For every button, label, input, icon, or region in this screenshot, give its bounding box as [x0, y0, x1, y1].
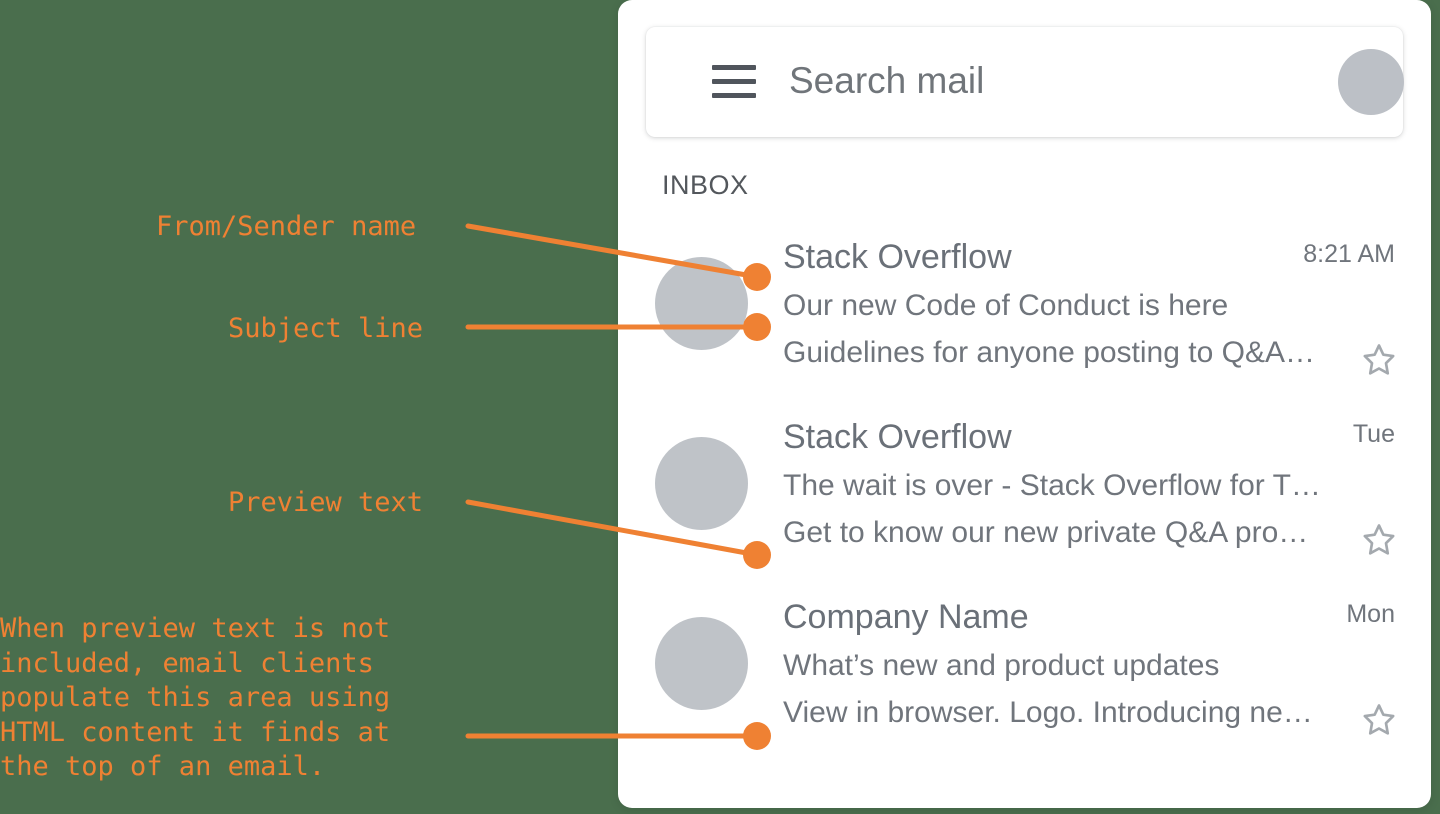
- annotation-label-subject: Subject line: [228, 313, 424, 344]
- annotation-label-sender: From/Sender name: [156, 211, 417, 242]
- sender-avatar: [655, 617, 748, 710]
- email-text-block: Stack Overflow The wait is over - Stack …: [783, 412, 1343, 556]
- email-sender: Stack Overflow: [783, 418, 1012, 456]
- hamburger-bar: [712, 65, 756, 70]
- search-input[interactable]: [789, 57, 1319, 105]
- hamburger-bar: [712, 93, 756, 98]
- email-text-block: Company Name What’s new and product upda…: [783, 592, 1343, 736]
- email-preview-text: Get to know our new private Q&A pro…: [783, 516, 1309, 549]
- hamburger-menu-icon[interactable]: [712, 65, 756, 98]
- annotation-label-preview: Preview text: [228, 487, 424, 518]
- annotation-note-text: When preview text is not included, email…: [0, 613, 391, 782]
- star-outline-icon[interactable]: [1359, 520, 1399, 560]
- email-sender: Company Name: [783, 598, 1029, 636]
- email-sender: Stack Overflow: [783, 238, 1012, 276]
- email-subject: What’s new and product updates: [783, 649, 1220, 682]
- email-preview-text: View in browser. Logo. Introducing ne…: [783, 696, 1313, 729]
- sender-avatar: [655, 437, 748, 530]
- star-outline-icon[interactable]: [1359, 700, 1399, 740]
- email-row[interactable]: Stack Overflow The wait is over - Stack …: [618, 412, 1431, 592]
- email-list: Stack Overflow Our new Code of Conduct i…: [618, 232, 1431, 772]
- email-row[interactable]: Company Name What’s new and product upda…: [618, 592, 1431, 772]
- sender-avatar: [655, 257, 748, 350]
- search-bar[interactable]: [646, 27, 1404, 137]
- email-subject: Our new Code of Conduct is here: [783, 289, 1229, 322]
- hamburger-bar: [712, 79, 756, 84]
- mail-client-panel: INBOX Stack Overflow Our new Code of Con…: [618, 0, 1431, 808]
- email-row[interactable]: Stack Overflow Our new Code of Conduct i…: [618, 232, 1431, 412]
- folder-label: INBOX: [662, 170, 749, 200]
- email-text-block: Stack Overflow Our new Code of Conduct i…: [783, 232, 1343, 376]
- email-subject: The wait is over - Stack Overflow for T…: [783, 469, 1321, 502]
- email-timestamp: Tue: [1352, 420, 1395, 448]
- email-timestamp: 8:21 AM: [1303, 240, 1395, 268]
- account-avatar[interactable]: [1338, 49, 1404, 115]
- star-outline-icon[interactable]: [1359, 340, 1399, 380]
- email-preview-text: Guidelines for anyone posting to Q&A…: [783, 336, 1315, 369]
- email-timestamp: Mon: [1346, 600, 1395, 628]
